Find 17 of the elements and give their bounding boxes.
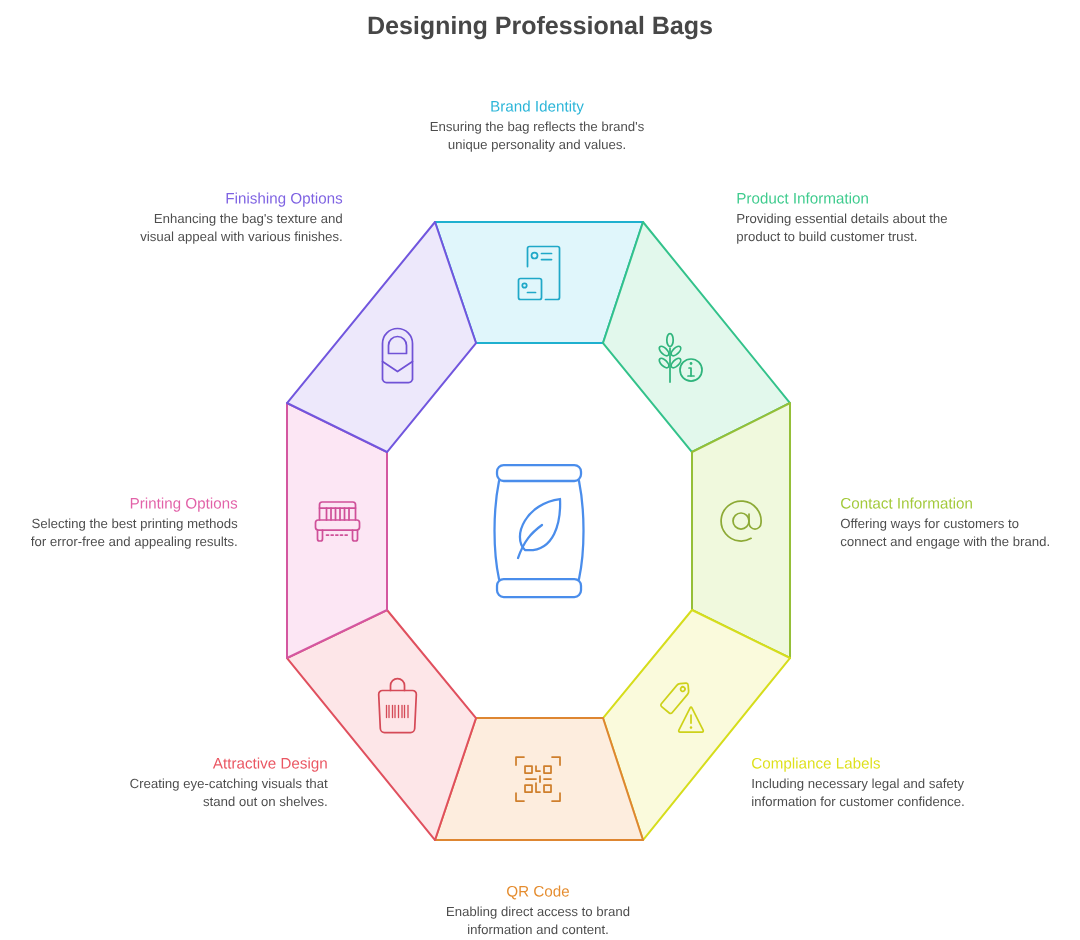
heading: Contact Information	[841, 497, 972, 509]
description: Creating eye-catching visuals that stand out on shelves.	[130, 778, 328, 807]
heading: QR Code	[507, 885, 569, 900]
description: Offering ways for customers to connect and engage with the brand.	[840, 518, 1049, 549]
heading: Finishing Options	[226, 192, 343, 207]
heading: Printing Options	[130, 497, 238, 512]
heading: Compliance Labels	[752, 757, 880, 772]
description: Ensuring the bag reflects the brand's unique personality and values.	[430, 121, 644, 152]
description: Enabling direct access to brand information and content.	[447, 906, 630, 935]
heading: Brand Identity	[491, 100, 584, 115]
title: Designing Professional Bags	[368, 15, 712, 40]
description: Providing essential details about the product to build customer trust.	[737, 213, 947, 244]
description: Including necessary legal and safety information for customer confidence.	[752, 778, 964, 807]
heading: Product Information	[737, 192, 868, 204]
heading: Attractive Design	[212, 757, 327, 772]
description: Selecting the best printing methods for error-free and appealing results.	[31, 518, 238, 549]
description: Enhancing the bag's texture and visual appeal with various finishes.	[140, 213, 342, 244]
